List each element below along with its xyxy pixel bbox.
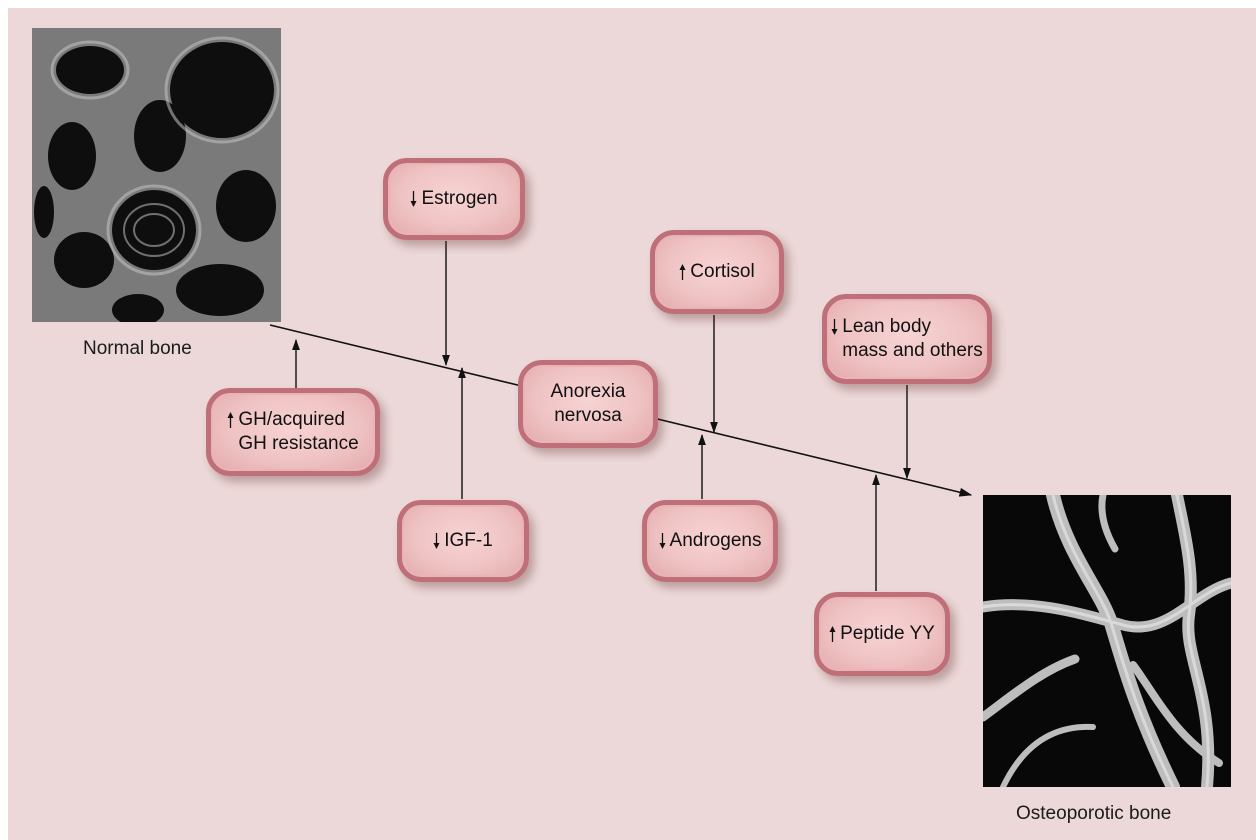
arrow-down-icon — [659, 533, 666, 549]
node-androgens-label: Androgens — [670, 529, 762, 553]
node-lean-body-mass-label: Lean body mass and others — [842, 315, 982, 363]
node-peptide-yy: Peptide YY — [814, 592, 950, 676]
arrow-down-icon — [831, 319, 838, 335]
osteoporotic-bone-image — [983, 495, 1231, 787]
arrow-up-icon — [679, 264, 686, 280]
node-estrogen-label: Estrogen — [421, 187, 497, 211]
node-gh-label: GH/acquired GH resistance — [238, 408, 358, 456]
arrow-up-icon — [227, 412, 234, 428]
node-lean-body-mass: Lean body mass and others — [822, 294, 992, 384]
node-estrogen: Estrogen — [383, 158, 525, 240]
diagram-panel: Normal bone Osteoporotic bone Anore — [8, 8, 1256, 840]
node-androgens: Androgens — [642, 500, 778, 582]
node-cortisol-label: Cortisol — [690, 260, 754, 284]
osteoporotic-bone-caption: Osteoporotic bone — [1016, 803, 1171, 825]
normal-bone-image — [32, 28, 281, 322]
node-igf1-label: IGF-1 — [444, 529, 493, 553]
arrow-down-icon — [410, 191, 417, 207]
node-peptide-yy-label: Peptide YY — [840, 622, 935, 646]
normal-bone-caption: Normal bone — [83, 338, 192, 360]
node-igf1: IGF-1 — [397, 500, 529, 582]
arrow-up-icon — [829, 626, 836, 642]
arrow-down-icon — [433, 533, 440, 549]
node-anorexia-nervosa-label: Anorexia nervosa — [551, 380, 626, 428]
node-gh: GH/acquired GH resistance — [206, 388, 380, 476]
node-anorexia-nervosa: Anorexia nervosa — [518, 360, 658, 448]
node-cortisol: Cortisol — [650, 230, 784, 314]
